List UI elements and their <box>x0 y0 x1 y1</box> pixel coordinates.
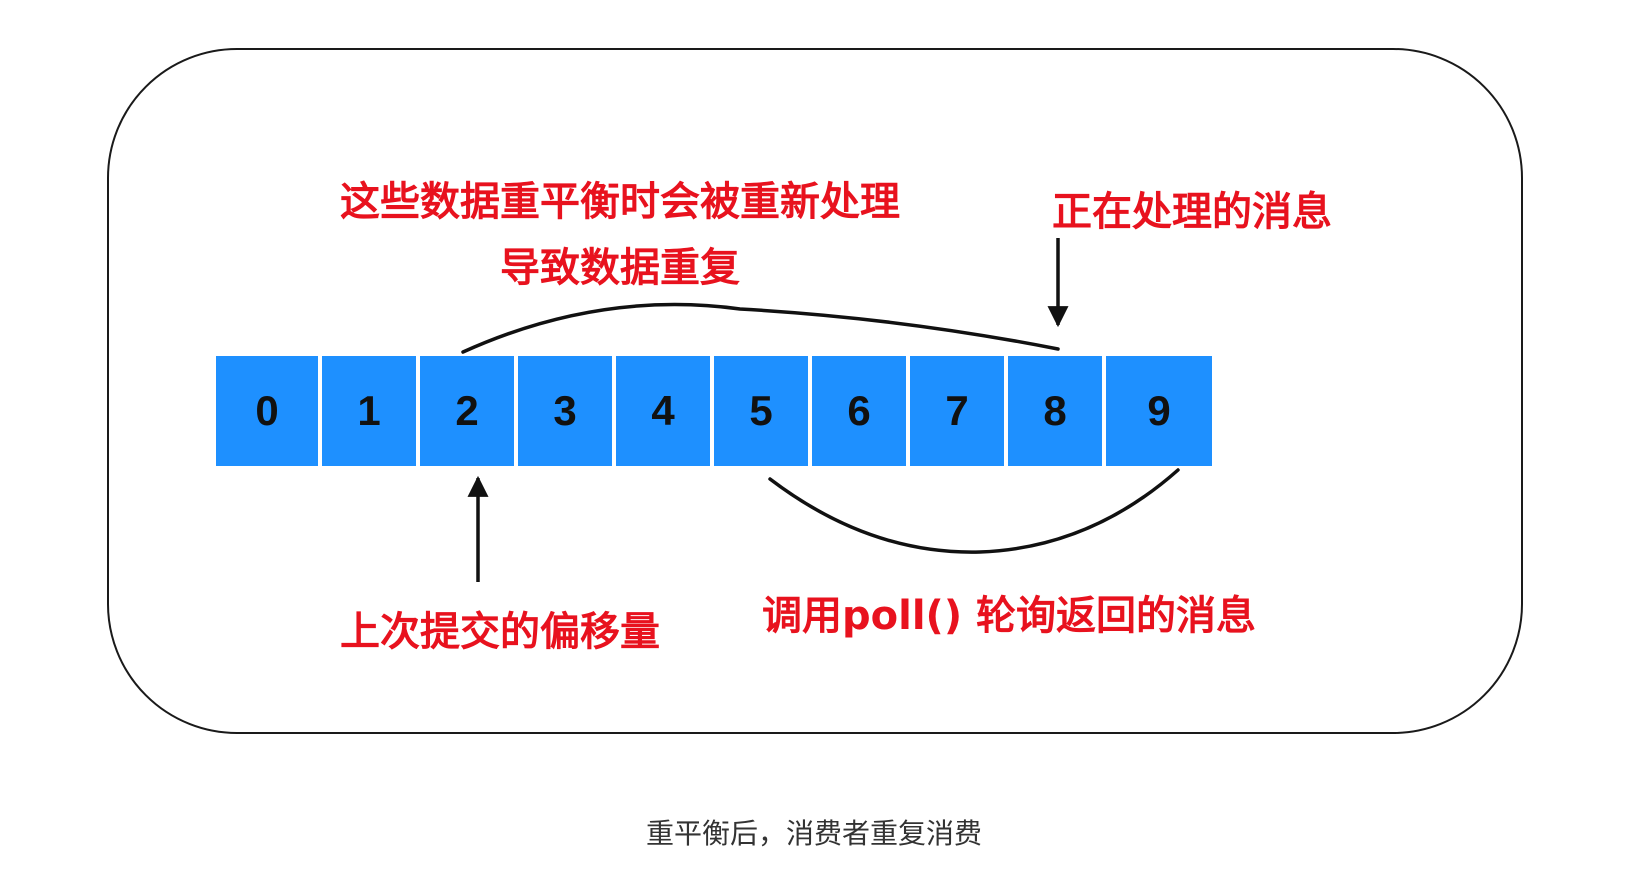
poll-returned-label: 调用poll() 轮询返回的消息 <box>762 593 1257 639</box>
offset-cell-0: 0 <box>216 356 318 466</box>
diagram-frame <box>107 48 1523 734</box>
poll-range-arc <box>768 468 1180 554</box>
offset-cell-1: 1 <box>322 356 416 466</box>
offset-cell-5: 5 <box>714 356 808 466</box>
rebalance-range-arc <box>461 302 1060 354</box>
last-committed-offset-label: 上次提交的偏移量 <box>340 609 660 655</box>
offset-cell-9: 9 <box>1106 356 1212 466</box>
figure-caption: 重平衡后，消费者重复消费 <box>645 817 982 850</box>
offset-cell-4: 4 <box>616 356 710 466</box>
offset-cell-2: 2 <box>420 356 514 466</box>
offset-cell-3: 3 <box>518 356 612 466</box>
offset-cell-6: 6 <box>812 356 906 466</box>
rebalance-note-line-2: 导致数据重复 <box>500 245 740 291</box>
offset-cell-8: 8 <box>1008 356 1102 466</box>
offset-cell-7: 7 <box>910 356 1004 466</box>
rebalance-note-line-1: 这些数据重平衡时会被重新处理 <box>340 179 900 225</box>
offset-cells-row: 0 1 2 3 4 5 6 7 8 9 <box>216 356 1212 466</box>
processing-message-label: 正在处理的消息 <box>1052 189 1332 235</box>
